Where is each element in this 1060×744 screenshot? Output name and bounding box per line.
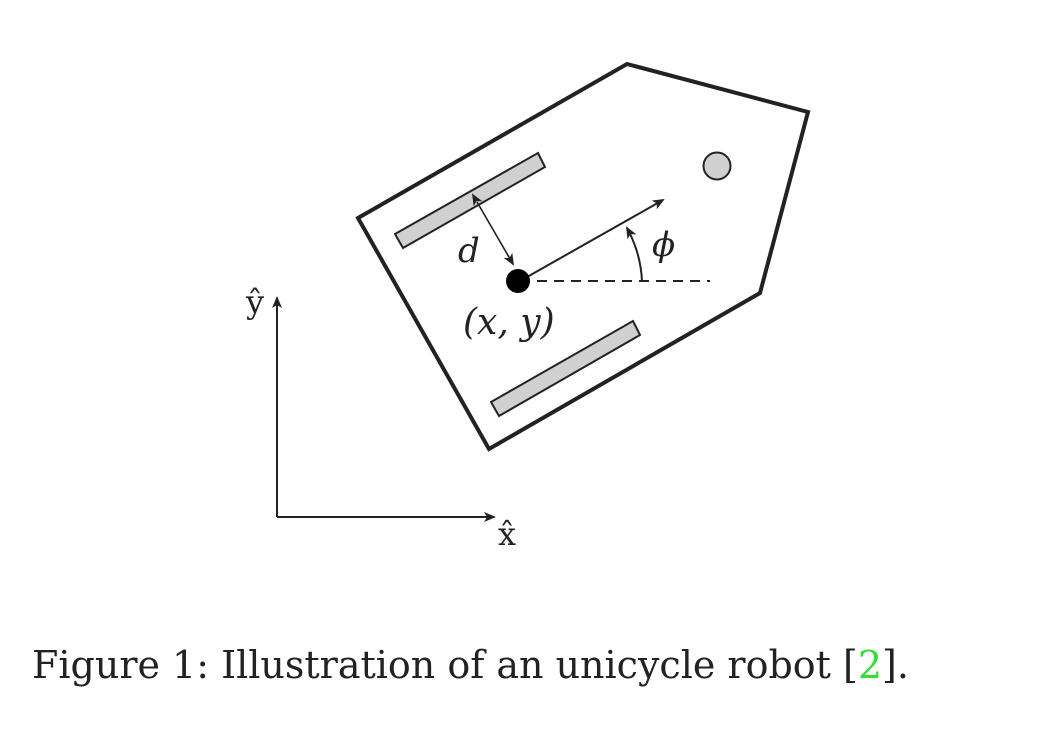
position-label: (x, y) xyxy=(463,302,555,343)
y-axis-label: ŷ xyxy=(245,283,264,321)
caption-text: Figure 1: Illustration of an unicycle ro… xyxy=(32,643,844,687)
citation-close-bracket: ] xyxy=(882,643,897,687)
angle-arc xyxy=(626,226,643,282)
citation-open-bracket: [ xyxy=(843,643,858,687)
heading-arrow xyxy=(519,199,665,282)
caption-period: . xyxy=(896,643,909,687)
phi-label: ϕ xyxy=(652,225,675,265)
wheel-upper xyxy=(393,151,547,250)
robot-center-point xyxy=(506,269,530,293)
d-label: d xyxy=(458,231,480,271)
d-dimension-arrow xyxy=(471,193,515,266)
wheel-lower xyxy=(489,319,642,418)
unicycle-robot-diagram: d ϕ (x, y) ŷ x̂ xyxy=(245,61,811,553)
figure-caption: Figure 1: Illustration of an unicycle ro… xyxy=(32,630,1032,700)
citation-link[interactable]: 2 xyxy=(857,643,883,687)
robot-body xyxy=(355,61,811,452)
x-axis-label: x̂ xyxy=(498,515,516,553)
sensor-circle xyxy=(702,151,732,181)
